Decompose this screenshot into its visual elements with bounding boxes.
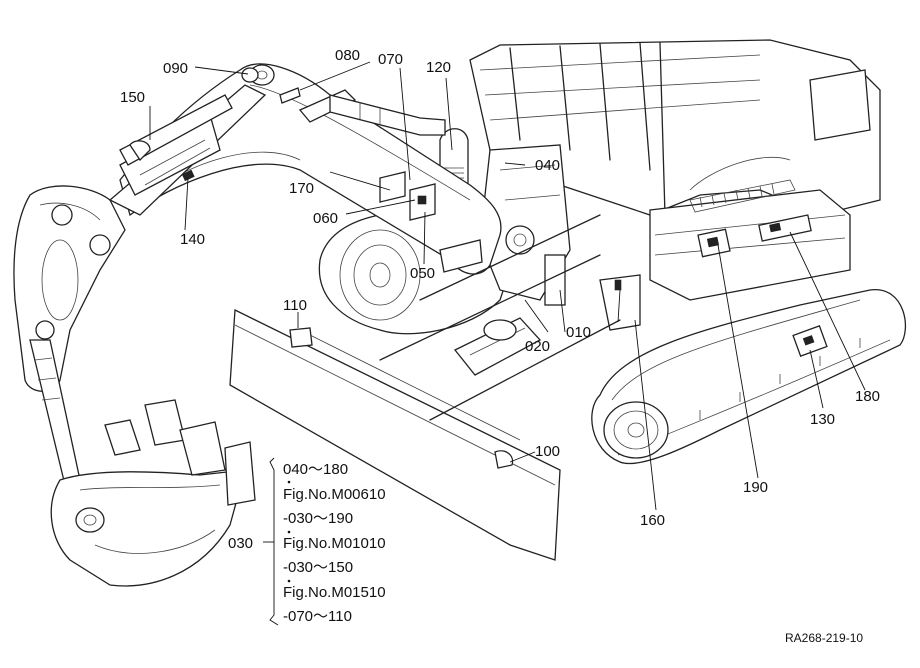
note-line-3: -030～190	[283, 510, 353, 527]
cab-structure	[469, 39, 881, 301]
note-line-1: 040～180	[283, 461, 348, 478]
callout-020: 020	[525, 338, 550, 355]
callout-labels: 090 080 070 120 150 140 170 060 050 040 …	[120, 47, 880, 552]
callout-110: 110	[283, 297, 307, 314]
callout-070: 070	[378, 51, 403, 68]
decal-180	[758, 214, 812, 242]
decal-110	[289, 327, 313, 348]
decal-100	[494, 450, 514, 469]
callout-040: 040	[535, 157, 560, 174]
callout-180: 180	[855, 388, 880, 405]
callout-010: 010	[566, 324, 591, 341]
leader-lines	[149, 61, 866, 626]
drawing-id: RA268-219-10	[785, 631, 863, 645]
note-line-4: Fig.No.M01010	[283, 535, 386, 552]
note-line-6: Fig.No.M01510	[283, 584, 386, 601]
decal-170	[379, 171, 406, 203]
callout-060: 060	[313, 210, 338, 227]
bucket	[50, 399, 256, 587]
callout-130: 130	[810, 411, 835, 428]
callout-170: 170	[289, 180, 314, 197]
decal-050	[439, 239, 483, 273]
callout-100: 100	[535, 443, 560, 460]
reference-note: 040～180 Fig.No.M00610 -030～190 Fig.No.M0…	[283, 461, 386, 625]
decal-090	[241, 67, 259, 83]
callout-050: 050	[410, 265, 435, 282]
note-line-7: -070～110	[283, 608, 352, 625]
callout-150: 150	[120, 89, 145, 106]
callout-190: 190	[743, 479, 768, 496]
callout-090: 090	[163, 60, 188, 77]
callout-140: 140	[180, 231, 205, 248]
crawler-track	[591, 289, 907, 465]
dozer-blade	[229, 214, 621, 561]
callout-120: 120	[426, 59, 451, 76]
callout-080: 080	[335, 47, 360, 64]
callout-160: 160	[640, 512, 665, 529]
callout-030: 030	[228, 535, 253, 552]
note-line-5: -030～150	[283, 559, 353, 576]
arm	[13, 67, 267, 486]
decal-150	[129, 140, 151, 162]
note-line-2: Fig.No.M00610	[283, 486, 386, 503]
decal-080	[279, 87, 301, 104]
